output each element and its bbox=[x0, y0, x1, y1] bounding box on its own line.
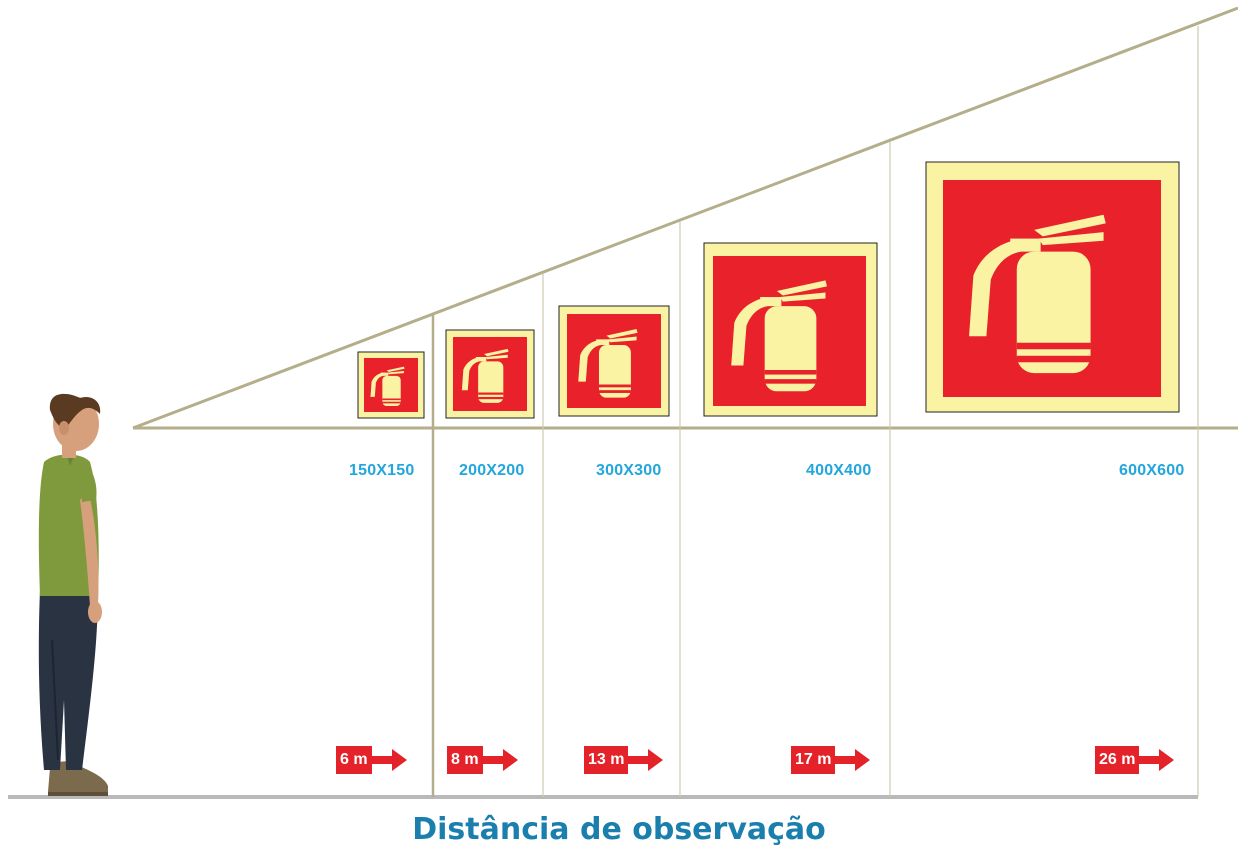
distance-label: 17 m bbox=[791, 746, 836, 774]
fire-extinguisher-sign bbox=[925, 161, 1180, 413]
diagram-caption: Distância de observação bbox=[412, 812, 826, 847]
distance-label: 8 m bbox=[447, 746, 483, 774]
arrow-right-icon bbox=[628, 749, 664, 771]
fire-extinguisher-sign bbox=[558, 305, 670, 417]
distance-marker: 26 m bbox=[1095, 746, 1175, 774]
person-figure bbox=[38, 393, 108, 796]
sign-size-label: 300X300 bbox=[596, 462, 662, 479]
sign-size-label: 200X200 bbox=[459, 462, 525, 479]
distance-marker: 6 m bbox=[336, 746, 408, 774]
distance-marker: 17 m bbox=[791, 746, 871, 774]
distance-marker: 13 m bbox=[584, 746, 664, 774]
arrow-right-icon bbox=[482, 749, 518, 771]
sign-size-label: 150X150 bbox=[349, 462, 415, 479]
fire-extinguisher-sign bbox=[703, 242, 878, 417]
arrow-right-icon bbox=[371, 749, 407, 771]
arrow-right-icon bbox=[835, 749, 871, 771]
fire-extinguisher-sign bbox=[445, 329, 535, 419]
distance-label: 6 m bbox=[336, 746, 372, 774]
fire-extinguisher-sign bbox=[357, 351, 425, 419]
distance-label: 26 m bbox=[1095, 746, 1140, 774]
sign-size-label: 600X600 bbox=[1119, 462, 1185, 479]
distance-label: 13 m bbox=[584, 746, 629, 774]
distance-marker: 8 m bbox=[447, 746, 519, 774]
sight-line-upper bbox=[132, 6, 1238, 430]
sign-size-label: 400X400 bbox=[806, 462, 872, 479]
arrow-right-icon bbox=[1139, 749, 1175, 771]
